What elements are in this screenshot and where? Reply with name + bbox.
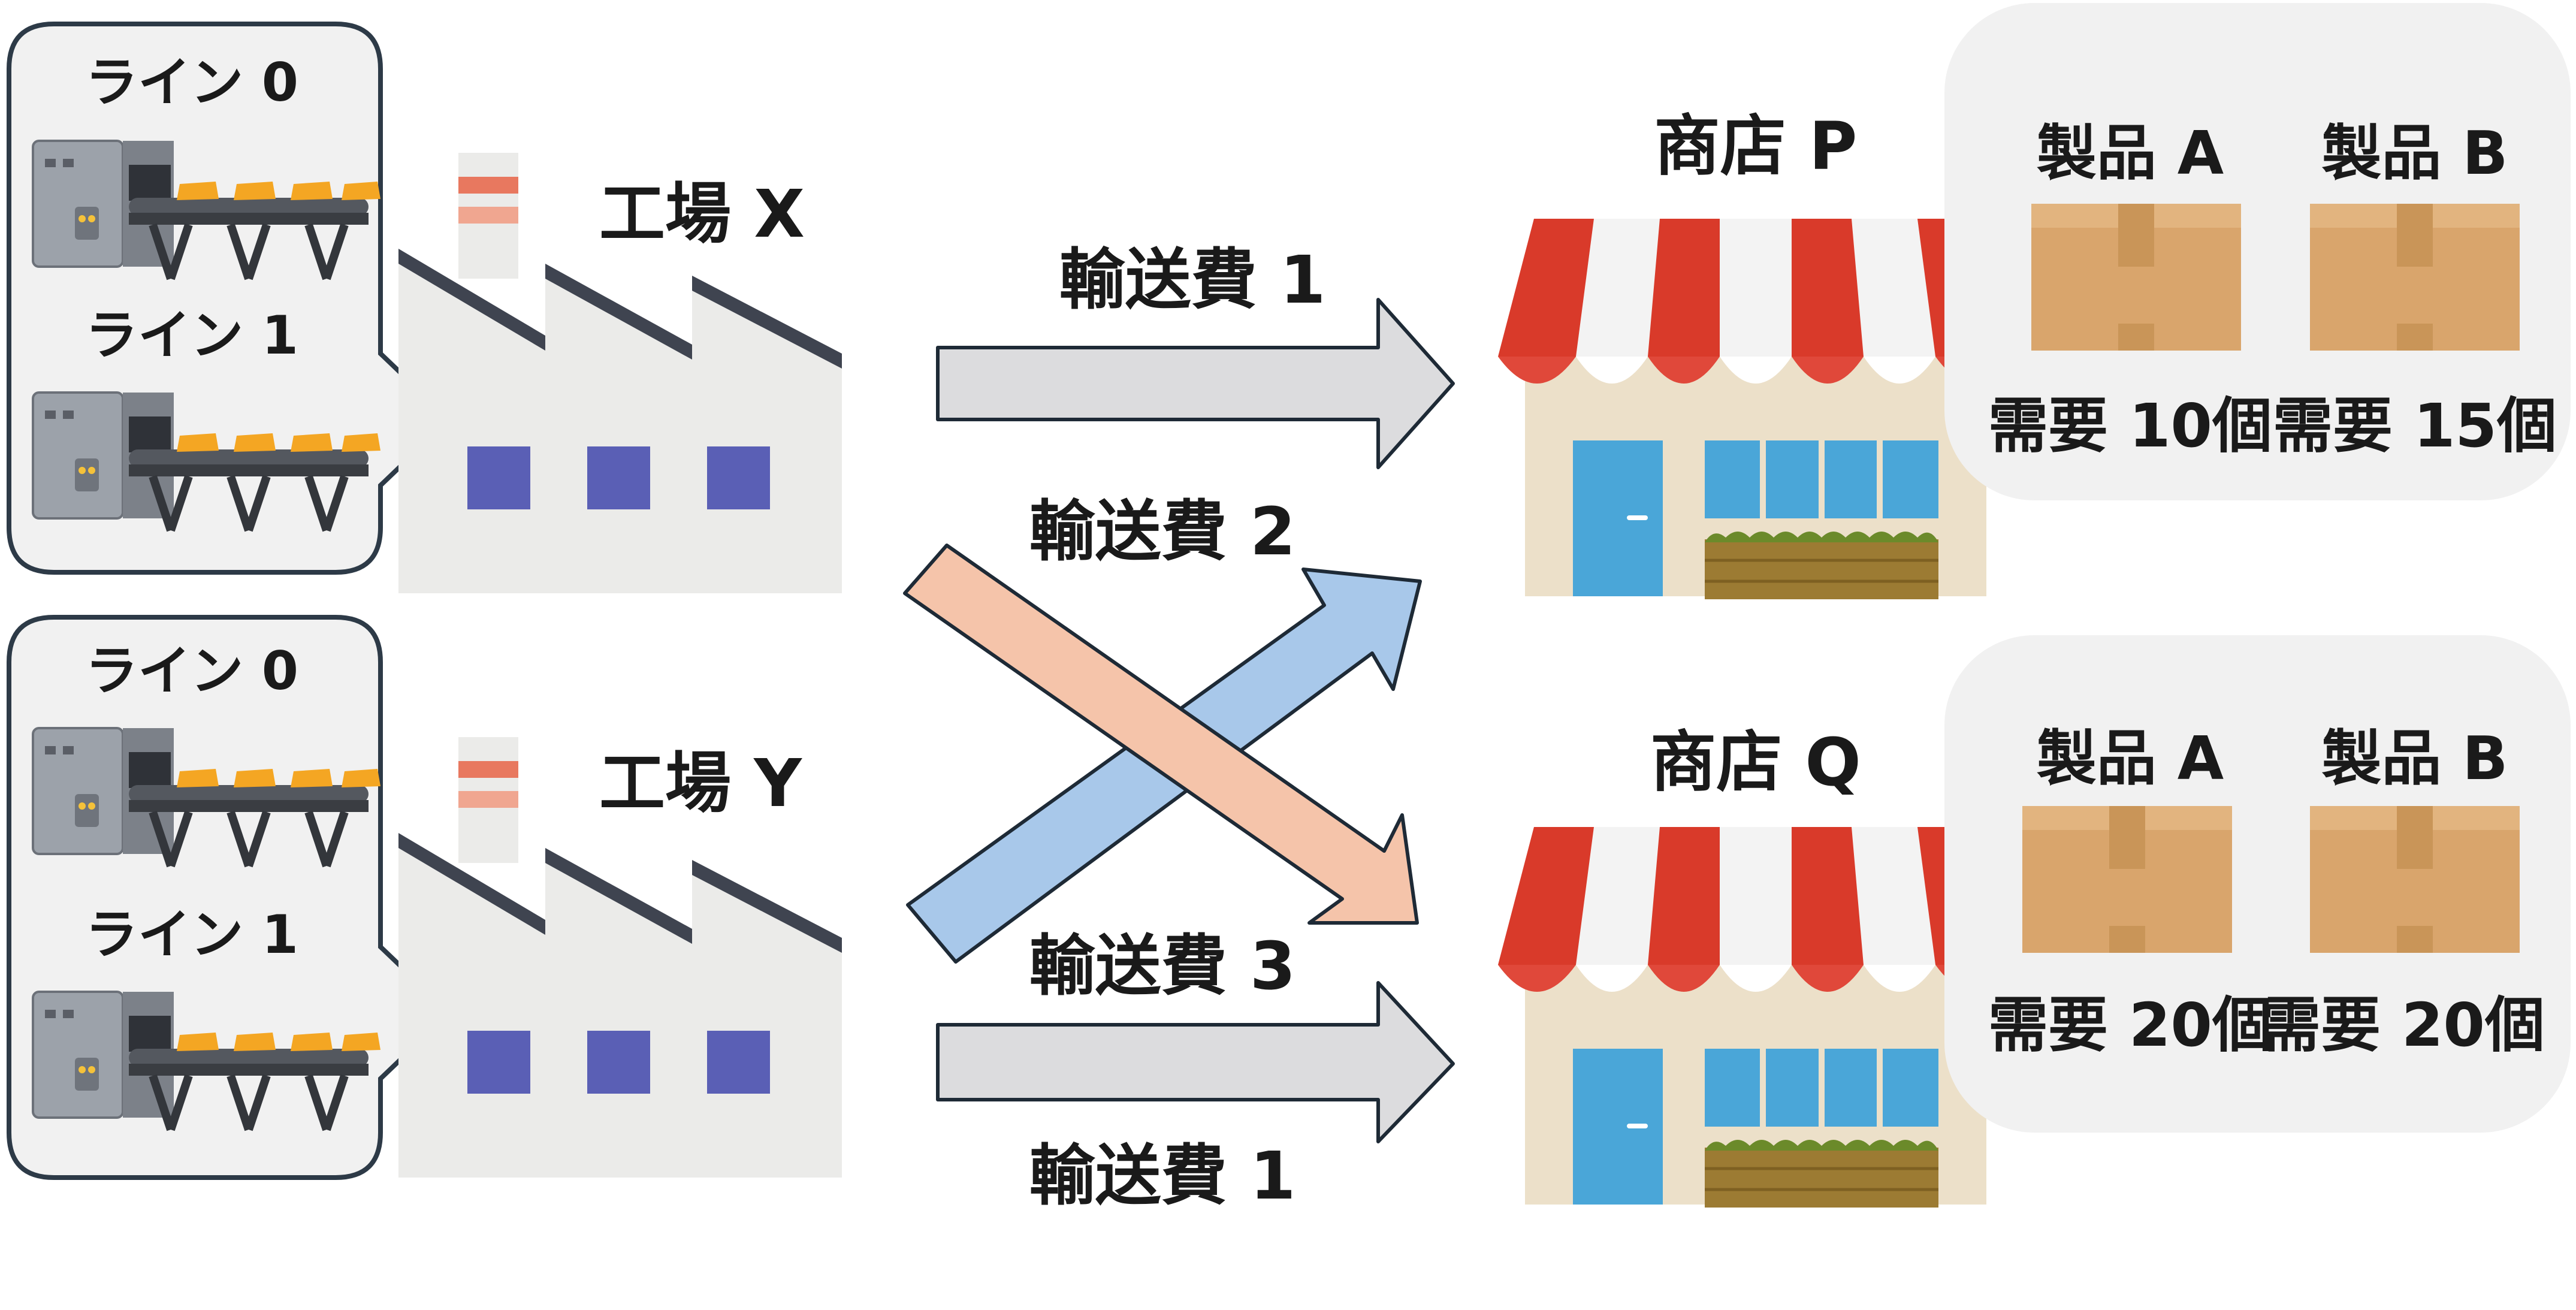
transport-cost-x-to-p: 輸送費 1 <box>1059 242 1326 318</box>
shop-q-name: 商店 Q <box>1650 724 1861 801</box>
product-box-icon <box>2022 806 2232 953</box>
shop-q-product-a-demand: 需要 20個 <box>1988 990 2272 1060</box>
shop-q-product-a-name: 製品 A <box>2037 723 2224 793</box>
arrow-x-to-p <box>936 298 1455 469</box>
product-box-icon <box>2310 204 2520 351</box>
product-box-icon <box>2031 204 2241 351</box>
shop-p-product-a-demand: 需要 10個 <box>1988 391 2272 461</box>
factory-y-line-1-label: ライン 1 <box>85 904 298 965</box>
arrow-y-to-q <box>936 981 1455 1143</box>
shop-p-icon <box>1498 219 2013 599</box>
shop-q-demand-panel <box>1944 635 2571 1133</box>
shop-p-product-b-name: 製品 B <box>2321 118 2508 188</box>
factory-x-name: 工場 X <box>599 176 805 252</box>
shop-p-name: 商店 P <box>1654 108 1858 185</box>
shop-p-product-b-demand: 需要 15個 <box>2273 391 2557 461</box>
shop-p-demand-panel <box>1944 3 2571 500</box>
shop-q-product-b-name: 製品 B <box>2321 723 2508 793</box>
transport-cost-x-to-q: 輸送費 3 <box>1029 928 1296 1004</box>
shop-q-product-b-demand: 需要 20個 <box>2261 990 2545 1060</box>
factory-x-line-1-label: ライン 1 <box>85 304 298 366</box>
transport-cost-y-to-q: 輸送費 1 <box>1029 1137 1296 1214</box>
factory-y-name: 工場 Y <box>599 745 802 822</box>
transport-cost-y-to-p: 輸送費 2 <box>1029 493 1296 570</box>
factory-y-line-0-label: ライン 0 <box>85 640 298 702</box>
shop-q-icon <box>1498 827 2013 1208</box>
arrow-x-to-q <box>903 544 1419 925</box>
factory-x-line-0-label: ライン 0 <box>85 52 298 113</box>
shop-p-product-a-name: 製品 A <box>2037 118 2224 188</box>
product-box-icon <box>2310 806 2520 953</box>
